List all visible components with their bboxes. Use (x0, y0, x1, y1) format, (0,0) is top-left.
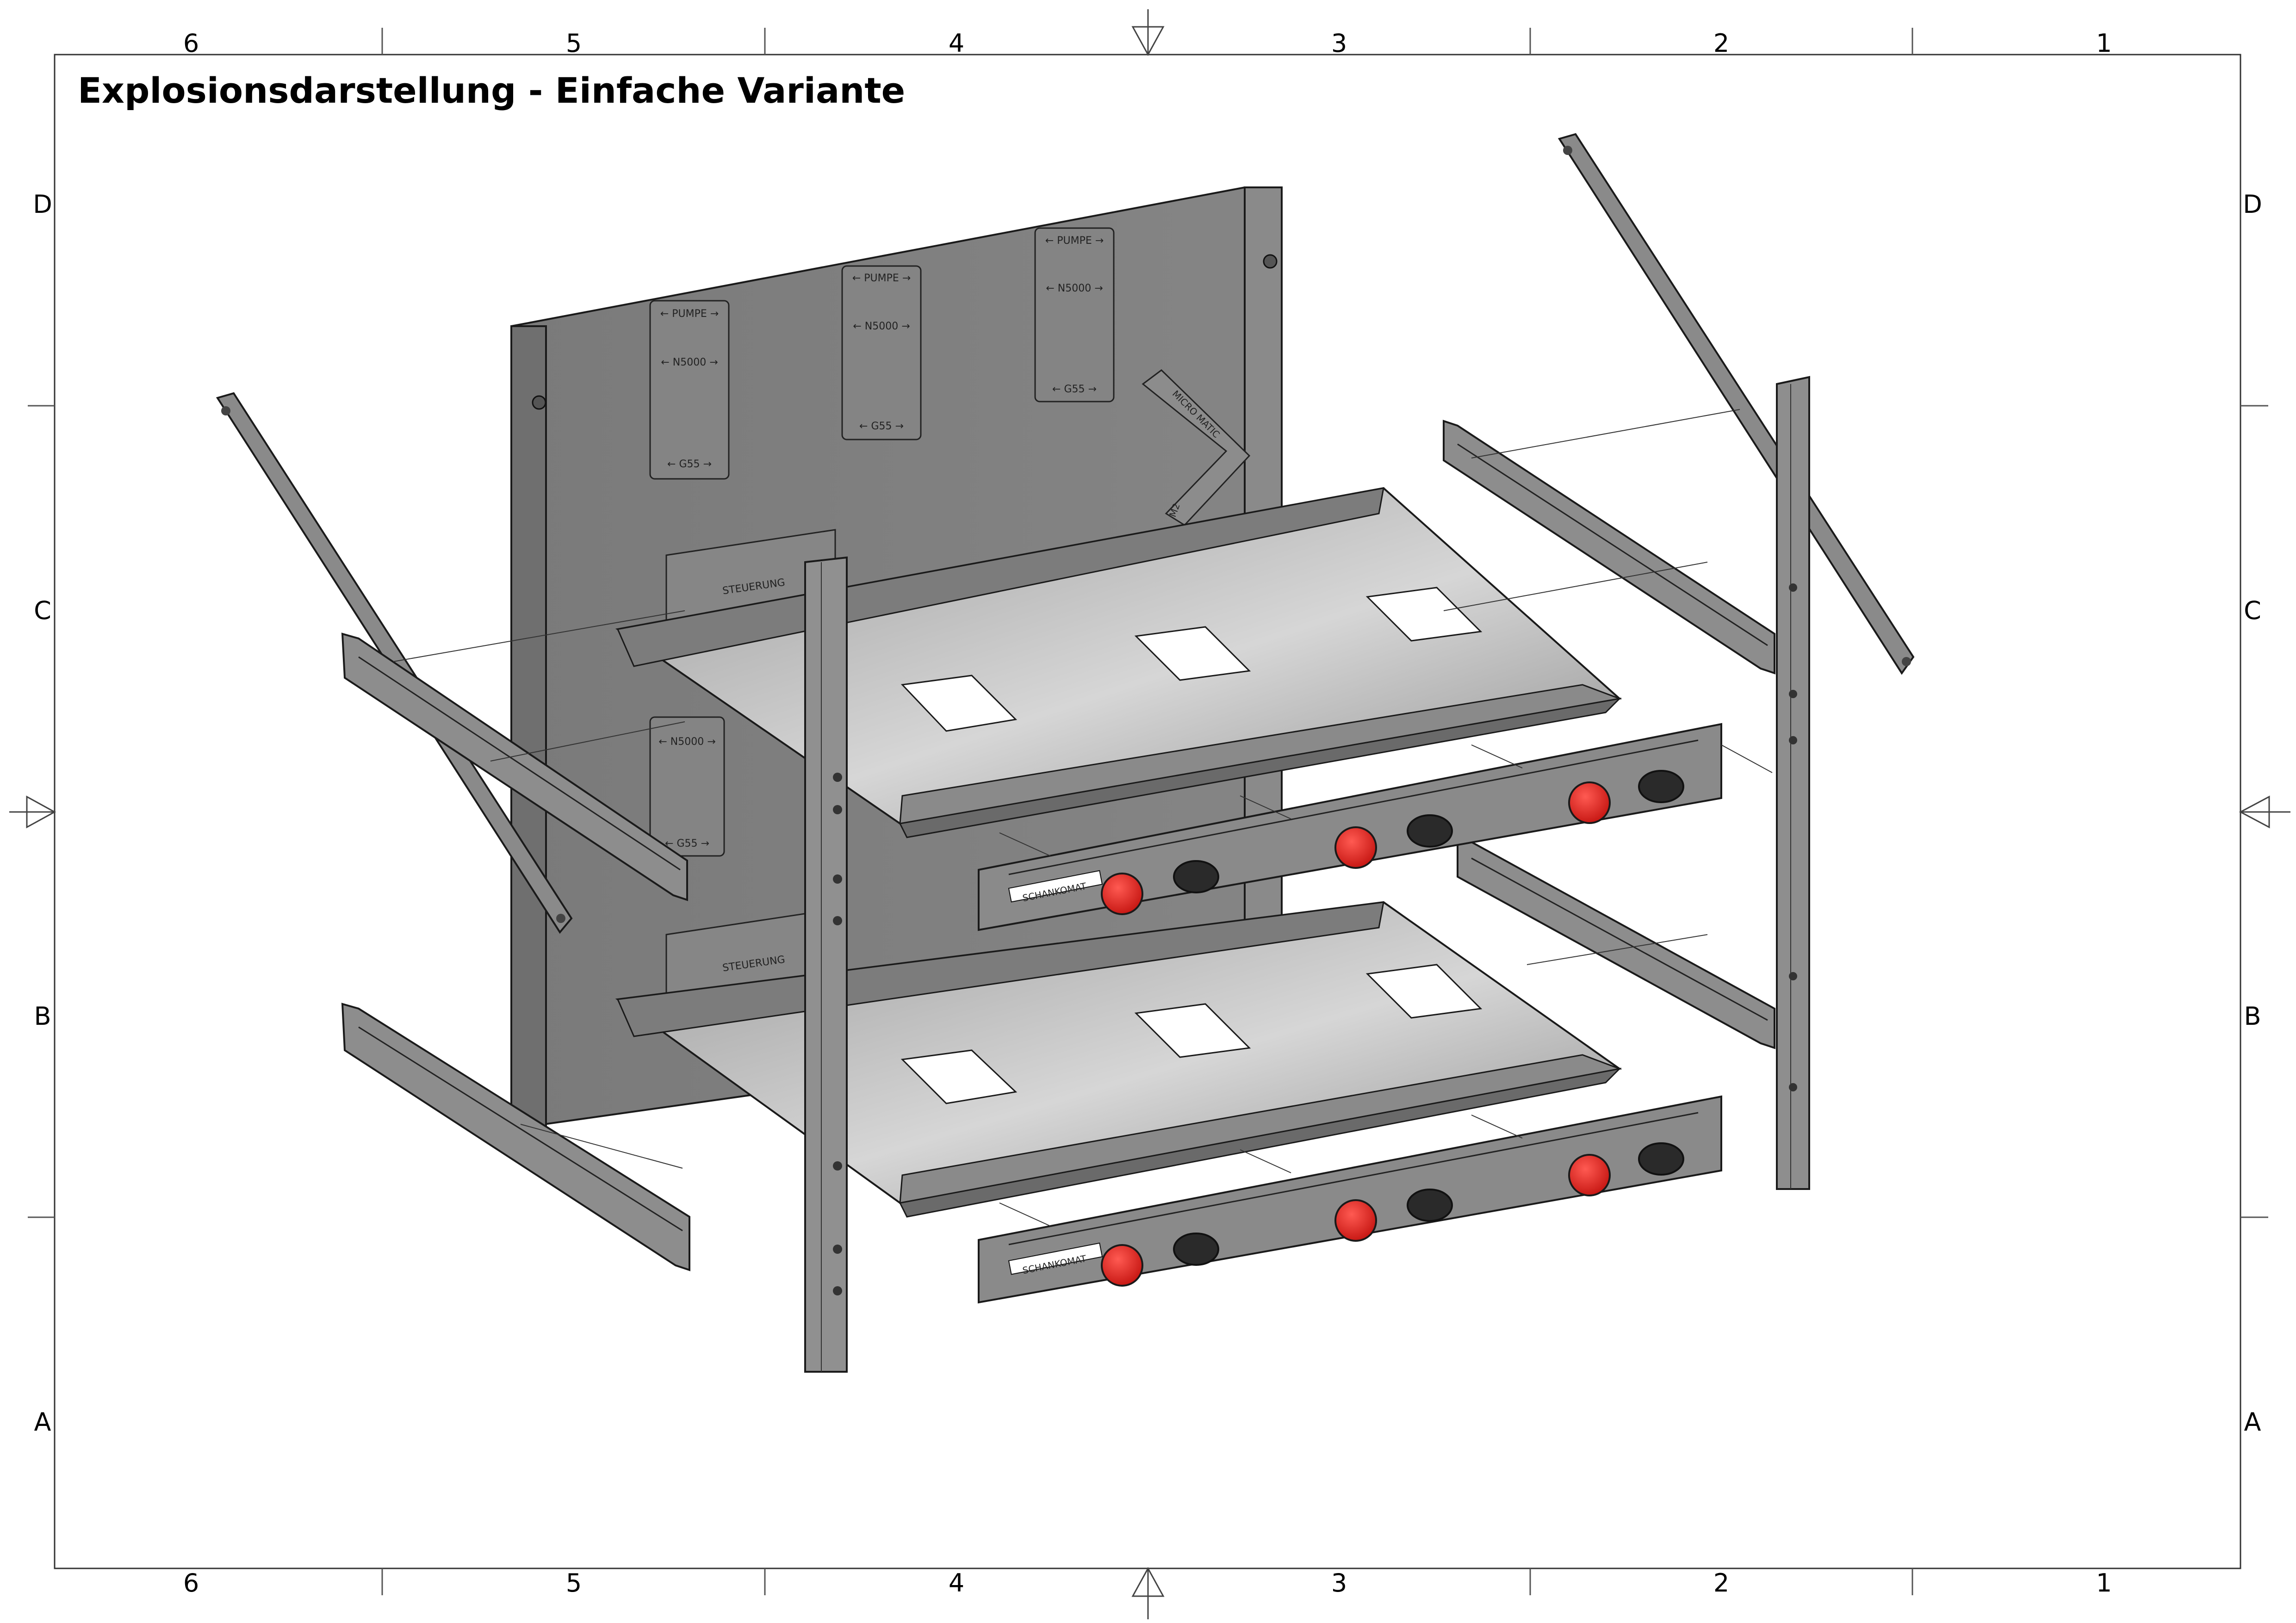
g55-label: ← G55 → (859, 421, 904, 432)
pump-label: ← PUMPE → (1045, 235, 1104, 247)
shelf-tray-lower (615, 901, 1622, 1218)
mounting-plate-left: ← PUMPE → ← N5000 → ← G55 → (649, 300, 730, 480)
column-label: 2 (1713, 1568, 1729, 1598)
shelf-cutout (1365, 587, 1483, 642)
grommet (1638, 1142, 1684, 1176)
g55-label: ← G55 → (667, 458, 712, 470)
pump-label: ← PUMPE → (852, 273, 911, 284)
side-rail-lower-left (341, 1003, 690, 1271)
mounting-plate-middle: ← PUMPE → ← N5000 → ← G55 → (841, 265, 922, 440)
n5000-label: ← N5000 → (853, 321, 910, 332)
diagonal-strut-right (1558, 133, 1915, 675)
row-label: C (2244, 596, 2261, 625)
pump-label: ← PUMPE → (660, 308, 719, 320)
row-labels-left: D C B A (33, 190, 52, 1437)
scale-strip (1008, 1242, 1103, 1275)
tap-panel-lower: SCHANKOMAT (978, 1095, 1722, 1304)
shelf-cutout (900, 675, 1018, 732)
column-label: 3 (1331, 29, 1347, 58)
scale-strip (1008, 870, 1103, 903)
row-label: B (34, 1002, 51, 1031)
shelf-tray-upper (615, 487, 1622, 838)
g55-label: ← G55 → (1052, 384, 1097, 395)
column-label: 5 (566, 1568, 582, 1598)
column-label: 4 (949, 1568, 964, 1598)
column-label: 1 (2096, 1568, 2112, 1598)
tap-handle (1334, 826, 1377, 869)
column-label: 5 (566, 29, 582, 58)
column-label: 3 (1331, 1568, 1347, 1598)
tap-handle (1101, 873, 1143, 915)
tap-handle (1568, 781, 1611, 824)
mounting-plate-right: ← PUMPE → ← N5000 → ← G55 → (1034, 227, 1115, 403)
tap-handle (1334, 1199, 1377, 1242)
grommet (1638, 770, 1684, 803)
column-label: 6 (183, 29, 199, 58)
row-label: D (33, 190, 52, 219)
column-label: 2 (1713, 29, 1729, 58)
tap-handle (1568, 1154, 1611, 1196)
grommet (1173, 1233, 1219, 1266)
row-label: B (2244, 1002, 2261, 1031)
row-label: A (34, 1407, 51, 1437)
row-label: A (2244, 1407, 2261, 1437)
tap-panel-upper: SCHANKOMAT (978, 723, 1722, 931)
n5000-label: ← N5000 → (661, 357, 718, 368)
column-label: 4 (949, 29, 964, 58)
shelf-cutout (1134, 1003, 1251, 1058)
tap-handle (1101, 1244, 1143, 1287)
vertical-post-right (1776, 376, 1810, 1190)
grommet (1407, 814, 1453, 848)
drawing-frame (9, 9, 2290, 1619)
mounting-plate-lower-left: ← N5000 → ← G55 → (649, 716, 725, 857)
side-rail-upper-right (1443, 420, 1775, 675)
shelf-cutout (900, 1049, 1018, 1104)
drawing-title: Explosionsdarstellung - Einfache Variant… (78, 70, 905, 111)
shelf-cutout (1365, 964, 1483, 1019)
explosion-guide-lines (393, 409, 1773, 1227)
shelf-cutout (1134, 626, 1251, 681)
row-labels-right: D C B A (2243, 190, 2262, 1437)
column-labels-bottom: 6 5 4 3 2 1 (183, 1568, 2112, 1598)
side-rail-upper-left (341, 632, 688, 901)
g55-label: ← G55 → (665, 838, 709, 849)
column-labels-top: 6 5 4 3 2 1 (183, 29, 2112, 58)
row-label: D (2243, 190, 2262, 219)
column-label: 6 (183, 1568, 199, 1598)
row-label: C (34, 596, 51, 625)
column-label: 1 (2096, 29, 2112, 58)
vertical-post-left (804, 556, 848, 1373)
grommet (1173, 860, 1219, 893)
grommet (1407, 1189, 1453, 1222)
n5000-label: ← N5000 → (1046, 283, 1103, 294)
n5000-label: ← N5000 → (658, 736, 715, 748)
